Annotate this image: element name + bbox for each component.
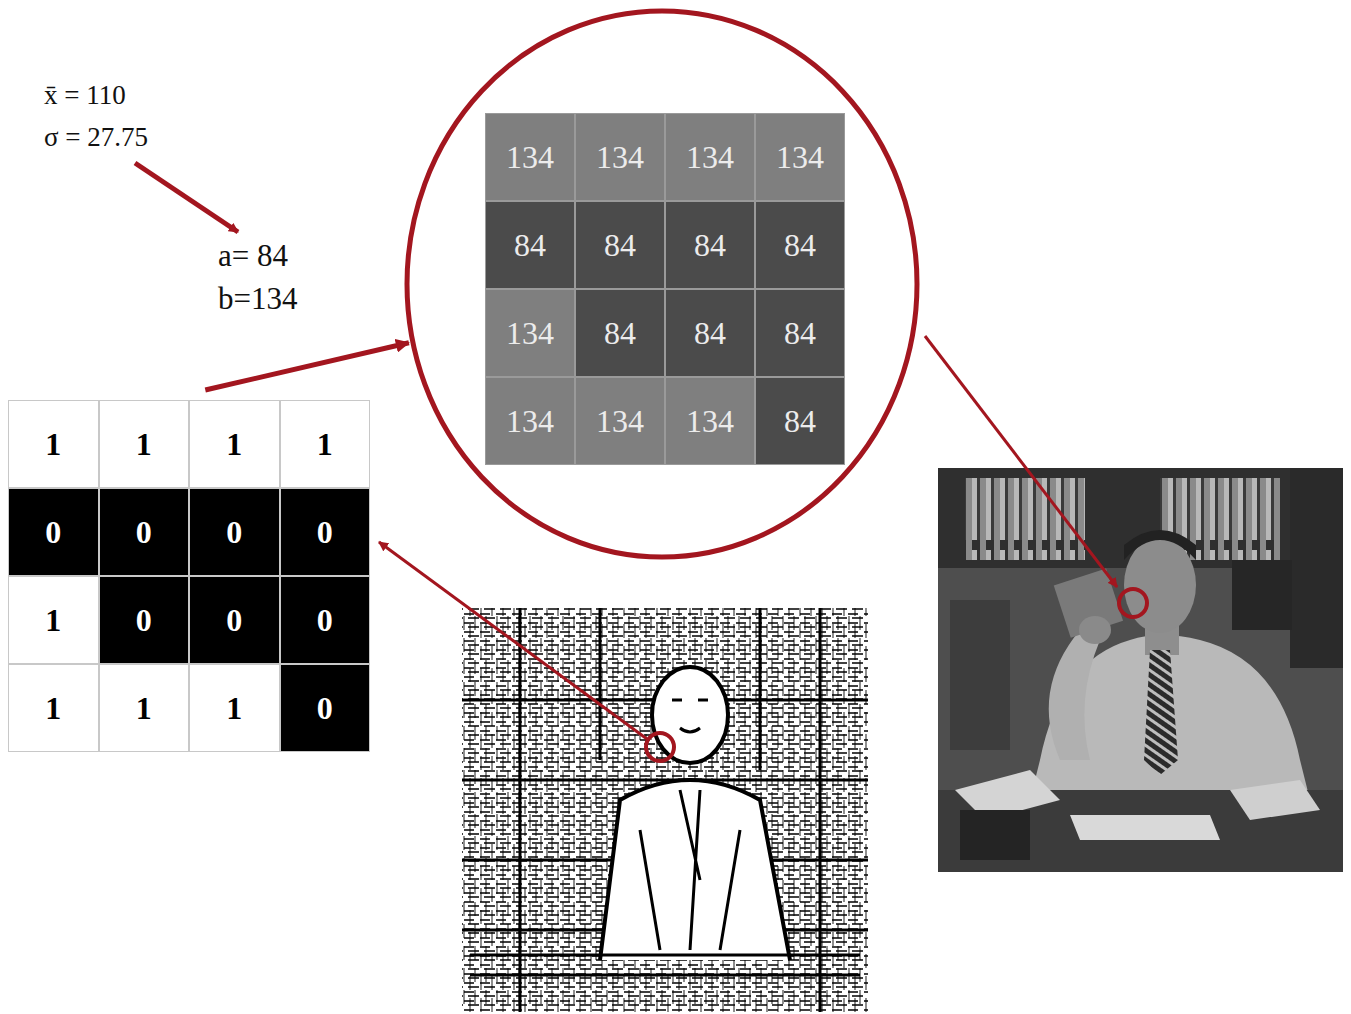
grid-cell: 84 — [665, 289, 755, 377]
statistic-label: x̄ = 110 — [44, 80, 126, 111]
cell-value: 84 — [694, 315, 726, 352]
leader-arrow — [135, 163, 238, 232]
grid-cell: 134 — [485, 377, 575, 465]
cell-value: 1 — [226, 426, 242, 463]
cell-value: 134 — [506, 315, 554, 352]
cell-value: 0 — [136, 602, 152, 639]
photo — [938, 468, 1343, 872]
grid-cell: 84 — [575, 201, 665, 289]
grid-cell: 1 — [8, 576, 99, 664]
cell-value: 84 — [604, 227, 636, 264]
cell-value: 0 — [45, 514, 61, 551]
grid-cell: 1 — [8, 664, 99, 752]
cell-value: 0 — [317, 690, 333, 727]
cell-value: 134 — [506, 139, 554, 176]
magnified-block: 134 134 134 134 84 84 84 84 134 84 84 84 134 134 134 84 — [404, 8, 920, 560]
statistic-label: σ = 27.75 — [44, 122, 148, 153]
grid-cell: 1 — [189, 664, 280, 752]
cell-value: 1 — [136, 426, 152, 463]
grid-cell: 84 — [575, 289, 665, 377]
cell-value: 0 — [136, 514, 152, 551]
grid-cell: 1 — [280, 400, 371, 488]
grid-cell: 0 — [99, 488, 190, 576]
grid-cell: 134 — [575, 377, 665, 465]
grid-cell: 134 — [665, 113, 755, 201]
cell-value: 84 — [784, 315, 816, 352]
cell-grid: 134 134 134 134 84 84 84 84 134 84 84 84 134 134 134 84 — [485, 113, 845, 465]
grid-cell: 134 — [665, 377, 755, 465]
grid-cell: 84 — [755, 289, 845, 377]
cell-value: 0 — [226, 514, 242, 551]
cell-value: 0 — [226, 602, 242, 639]
grid-cell: 0 — [189, 576, 280, 664]
cell-value: 84 — [694, 227, 726, 264]
cell-value: 1 — [45, 690, 61, 727]
cell-value: 84 — [784, 227, 816, 264]
cell-value: 134 — [686, 403, 734, 440]
cell-value: 0 — [317, 602, 333, 639]
grid-cell: 84 — [665, 201, 755, 289]
cell-value: 1 — [317, 426, 333, 463]
grid-cell: 1 — [189, 400, 280, 488]
grid-cell: 1 — [99, 664, 190, 752]
leader-arrow — [925, 336, 1117, 587]
leader-arrow — [379, 542, 647, 739]
edge-image — [462, 608, 868, 1012]
grid-cell: 134 — [755, 113, 845, 201]
cell-value: 0 — [317, 514, 333, 551]
cell-value: 1 — [136, 690, 152, 727]
cell-value: 134 — [596, 139, 644, 176]
grid-cell: 0 — [8, 488, 99, 576]
cell-value: 84 — [604, 315, 636, 352]
grid-cell: 1 — [99, 400, 190, 488]
cell-value: 1 — [45, 602, 61, 639]
cell-value: 84 — [784, 403, 816, 440]
cell-value: 84 — [514, 227, 546, 264]
grid-cell: 1 — [8, 400, 99, 488]
cell-value: 134 — [776, 139, 824, 176]
grid-cell: 134 — [485, 113, 575, 201]
cell-value: 134 — [686, 139, 734, 176]
level-label: a= 84 — [218, 238, 288, 274]
cell-value: 134 — [506, 403, 554, 440]
grid-cell: 84 — [485, 201, 575, 289]
region-marker — [1119, 589, 1147, 617]
grid-cell: 0 — [280, 488, 371, 576]
cell-value: 134 — [596, 403, 644, 440]
grid-cell: 134 — [485, 289, 575, 377]
cell-value: 1 — [45, 426, 61, 463]
region-marker — [646, 733, 674, 761]
grid-cell: 0 — [280, 576, 371, 664]
level-label: b=134 — [218, 281, 297, 317]
grid-cell: 0 — [99, 576, 190, 664]
bitmap-grid: 1 1 1 1 0 0 0 0 1 0 0 0 1 1 1 0 — [8, 400, 370, 752]
flow-arrow — [205, 343, 409, 390]
cell-value: 1 — [226, 690, 242, 727]
grid-cell: 0 — [280, 664, 371, 752]
grid-cell: 0 — [189, 488, 280, 576]
cell-grid: 1 1 1 1 0 0 0 0 1 0 0 0 1 1 1 0 — [8, 400, 370, 752]
grid-cell: 84 — [755, 201, 845, 289]
grid-cell: 84 — [755, 377, 845, 465]
grid-cell: 134 — [575, 113, 665, 201]
